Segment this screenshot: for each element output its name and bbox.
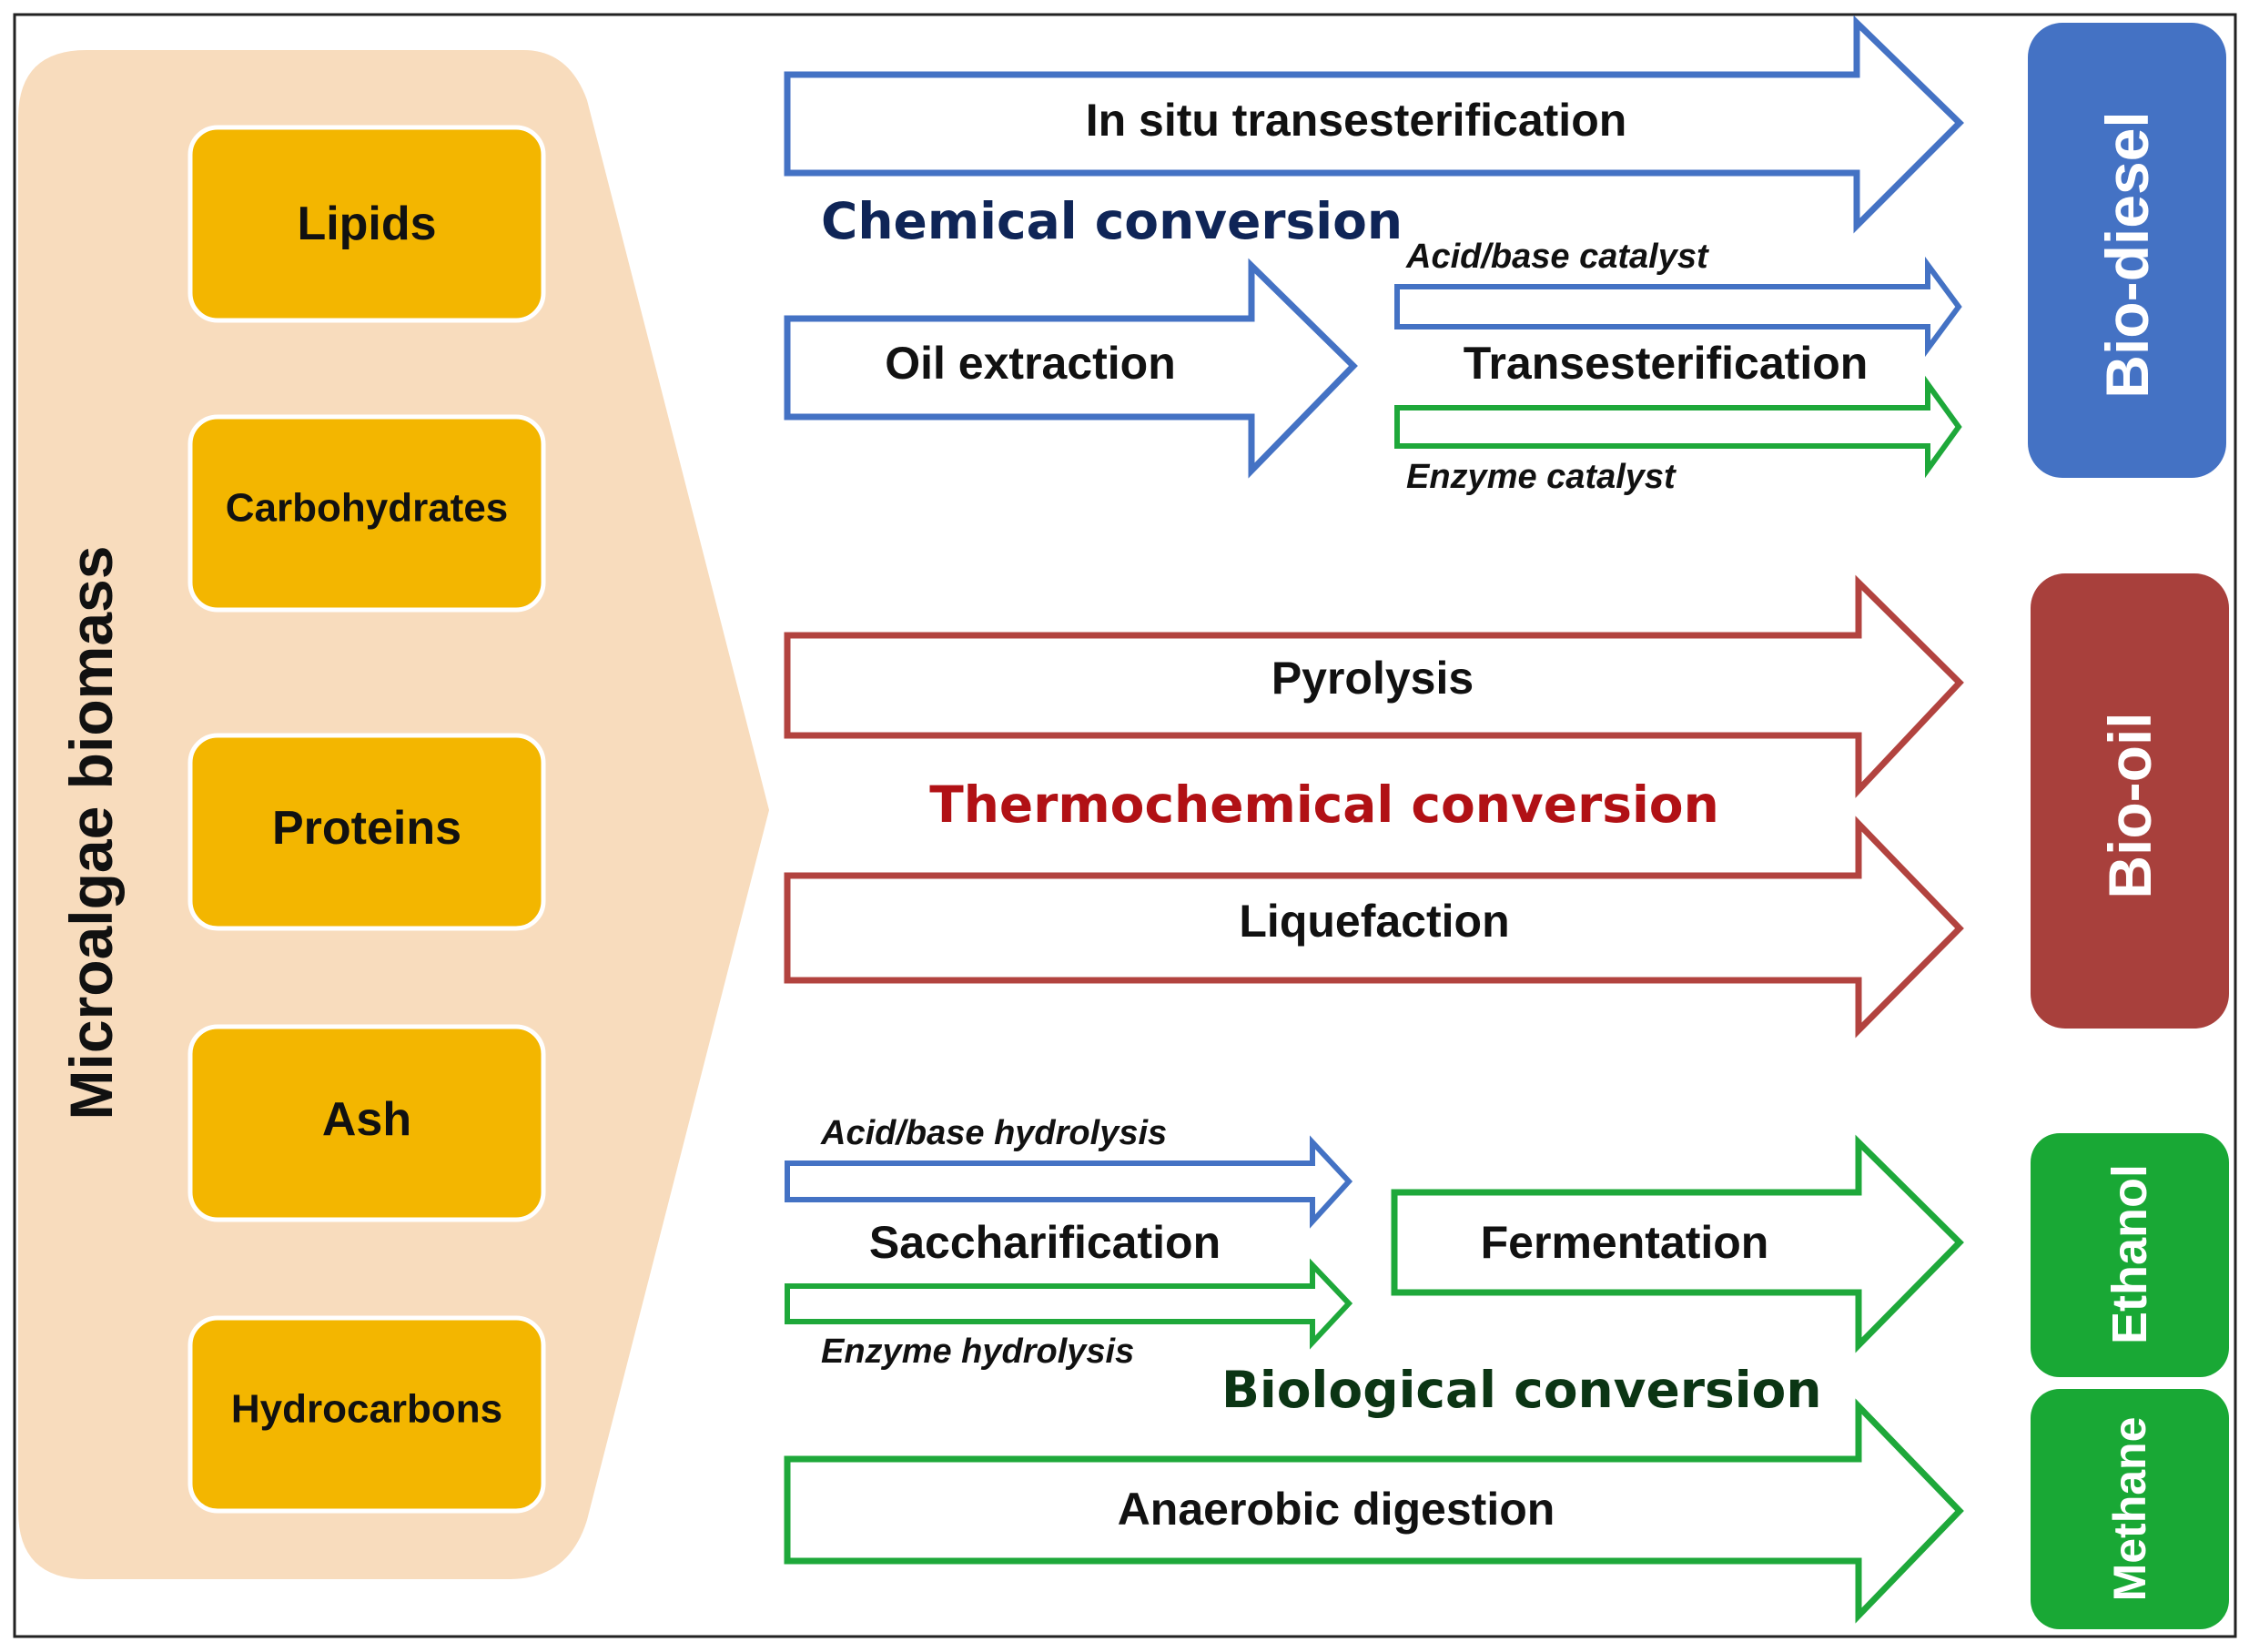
component-carbohydrates-label: Carbohydrates [226, 486, 509, 531]
product-methane: Methane [2031, 1389, 2229, 1629]
biological-title: Biological conversion [1221, 1361, 1822, 1419]
arrow-liquefaction [784, 816, 1964, 1039]
product-biooil-label: Bio-oil [2096, 712, 2163, 898]
component-proteins-label: Proteins [272, 802, 461, 855]
pyrolysis-label: Pyrolysis [1271, 653, 1474, 704]
biomass-title: Microalgae biomass [57, 546, 125, 1120]
product-ethanol-label: Ethanol [2102, 1164, 2157, 1344]
arrow-acid-base-hydrolysis [785, 1135, 1353, 1229]
in-situ-label: In situ transesterification [1086, 95, 1627, 146]
arrow-fermentation [1391, 1134, 1964, 1353]
enzyme-catalyst-label: Enzyme catalyst [1406, 458, 1677, 496]
component-ash: Ash [187, 1024, 546, 1222]
chemical-title: Chemical conversion [821, 192, 1403, 250]
product-ethanol: Ethanol [2031, 1133, 2229, 1377]
product-methane-label: Methane [2104, 1417, 2155, 1602]
product-biooil: Bio-oil [2031, 573, 2229, 1029]
acid-base-catalyst-label: Acid/base catalyst [1405, 238, 1709, 276]
component-hydrocarbons-label: Hydrocarbons [231, 1387, 502, 1432]
outer-frame [13, 13, 2237, 1638]
component-lipids: Lipids [187, 125, 546, 323]
saccharification-label: Saccharification [869, 1217, 1221, 1268]
liquefaction-label: Liquefaction [1239, 896, 1509, 947]
arrow-acid-base-catalyst [1394, 256, 1962, 358]
enzyme-hydrolysis-label: Enzyme hydrolysis [821, 1333, 1134, 1371]
fermentation-label: Fermentation [1481, 1217, 1769, 1268]
arrow-enzyme-catalyst [1394, 375, 1962, 479]
thermochemical-title: Thermochemical conversion [929, 775, 1719, 834]
oil-extraction-label: Oil extraction [885, 338, 1176, 389]
component-hydrocarbons: Hydrocarbons [187, 1315, 546, 1514]
acid-base-hydrolysis-label: Acid/base hydrolysis [820, 1114, 1167, 1152]
arrow-in-situ [784, 15, 1964, 234]
transesterification-label: Transesterification [1464, 338, 1869, 389]
component-ash-label: Ash [322, 1093, 411, 1146]
arrow-pyrolysis [784, 574, 1964, 798]
component-lipids-label: Lipids [297, 198, 436, 250]
arrow-oil-extraction [784, 258, 1358, 479]
component-proteins: Proteins [187, 733, 546, 931]
arrow-enzyme-hydrolysis [785, 1258, 1353, 1350]
arrow-anaerobic-digestion [784, 1398, 1964, 1624]
component-carbohydrates: Carbohydrates [187, 414, 546, 613]
product-biodiesel-label: Bio-diesel [2093, 111, 2161, 398]
product-biodiesel: Bio-diesel [2028, 23, 2226, 478]
anaerobic-digestion-label: Anaerobic digestion [1118, 1484, 1555, 1535]
